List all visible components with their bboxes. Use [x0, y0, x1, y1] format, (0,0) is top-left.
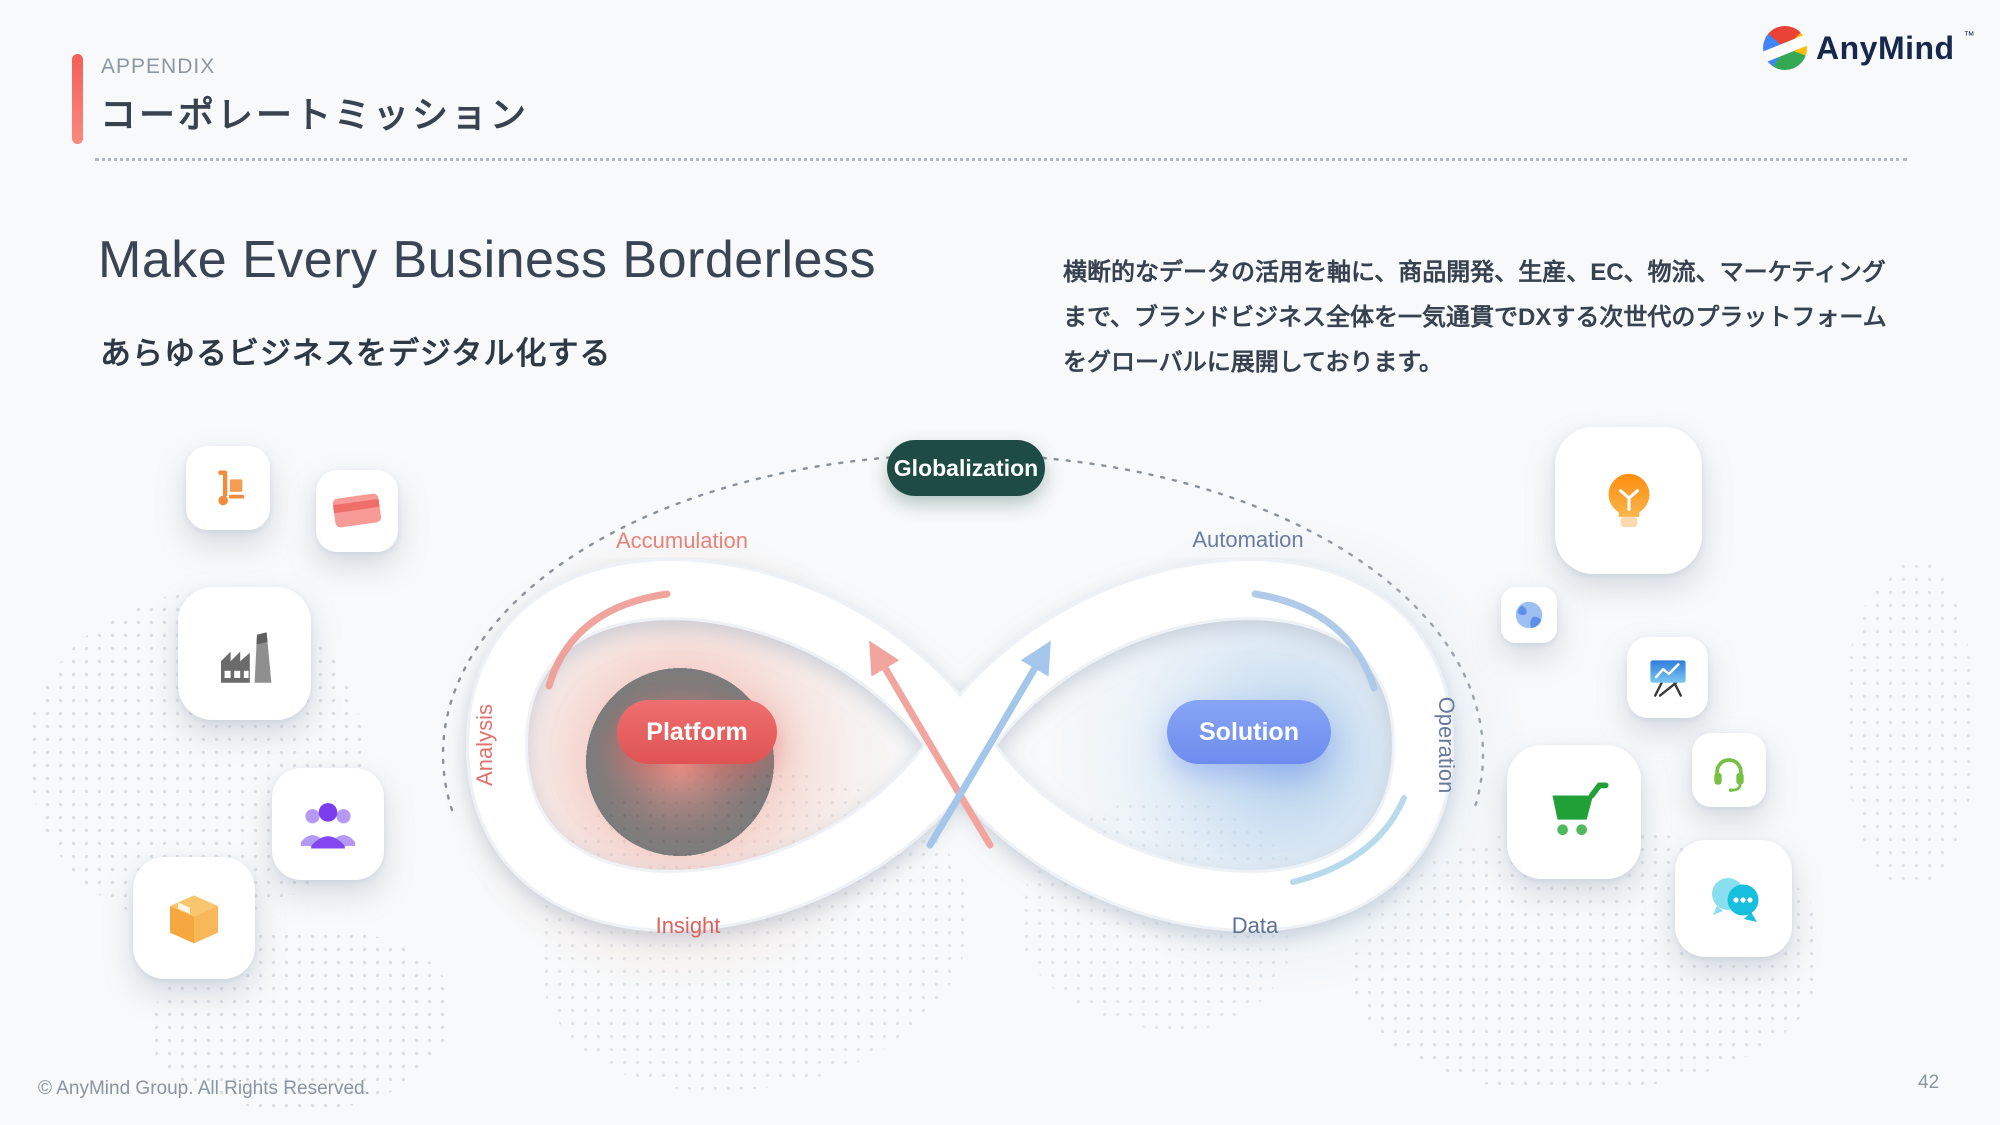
team-icon — [300, 803, 356, 849]
headset-icon — [1714, 758, 1744, 792]
worldmap-dots — [1845, 560, 1975, 890]
package-icon — [170, 895, 218, 944]
accent-bar — [72, 54, 83, 144]
platform-pill: Platform — [617, 700, 777, 764]
dotted-separator — [95, 158, 1907, 161]
tile-factory — [178, 587, 311, 720]
tile-chat — [1675, 840, 1792, 957]
credit-card-icon — [332, 493, 382, 528]
data-flow-arrow — [926, 640, 1051, 849]
chat-icon — [1711, 877, 1758, 922]
tile-cart — [1507, 745, 1641, 879]
cart-icon — [1552, 782, 1609, 836]
mission-description: 横断的なデータの活用を軸に、商品開発、生産、EC、物流、マーケティングまで、ブラ… — [1063, 259, 1887, 376]
lightbulb-icon — [1608, 473, 1649, 527]
infinity-band — [469, 561, 1451, 929]
tile-presentation — [1627, 637, 1708, 718]
hand-truck-icon — [218, 470, 245, 506]
right-ring-arc-top — [1251, 590, 1378, 692]
tile-globe — [1501, 587, 1557, 643]
anymind-logo-icon — [1763, 26, 1807, 70]
label-operation: Operation — [1434, 696, 1459, 794]
anymind-logo: AnyMind ™ — [1763, 26, 1975, 70]
anymind-logo-text: AnyMind — [1816, 30, 1955, 66]
trademark-symbol: ™ — [1963, 30, 1975, 42]
label-accumulation: Accumulation — [615, 528, 749, 553]
tile-team — [272, 768, 384, 880]
mission-title-ja: あらゆるビジネスをデジタル化する — [100, 336, 612, 371]
label-insight: Insight — [655, 913, 721, 938]
tile-headset — [1692, 733, 1766, 807]
solution-pill: Solution — [1167, 700, 1331, 764]
presentation-icon — [1649, 659, 1686, 697]
insight-flow-arrow — [869, 640, 994, 849]
page-number: 42 — [1918, 1072, 1940, 1093]
tile-credit-card — [316, 470, 398, 552]
tile-package — [133, 857, 255, 979]
page-title: コーポレートミッション — [100, 94, 530, 135]
label-data: Data — [1231, 913, 1279, 938]
globalization-badge: Globalization — [887, 440, 1045, 496]
tile-hand-truck — [186, 446, 270, 530]
factory-icon — [220, 631, 271, 683]
right-ring-arc-bottom — [1290, 795, 1407, 885]
mission-title-en: Make Every Business Borderless — [98, 231, 876, 289]
globe-icon — [1515, 601, 1543, 629]
copyright-text: © AnyMind Group. All Rights Reserved. — [38, 1078, 370, 1099]
tile-lightbulb — [1555, 427, 1702, 574]
label-automation: Automation — [1192, 527, 1304, 552]
label-analysis: Analysis — [472, 704, 497, 786]
left-ring-arc — [545, 590, 671, 690]
section-eyebrow: APPENDIX — [101, 55, 216, 78]
